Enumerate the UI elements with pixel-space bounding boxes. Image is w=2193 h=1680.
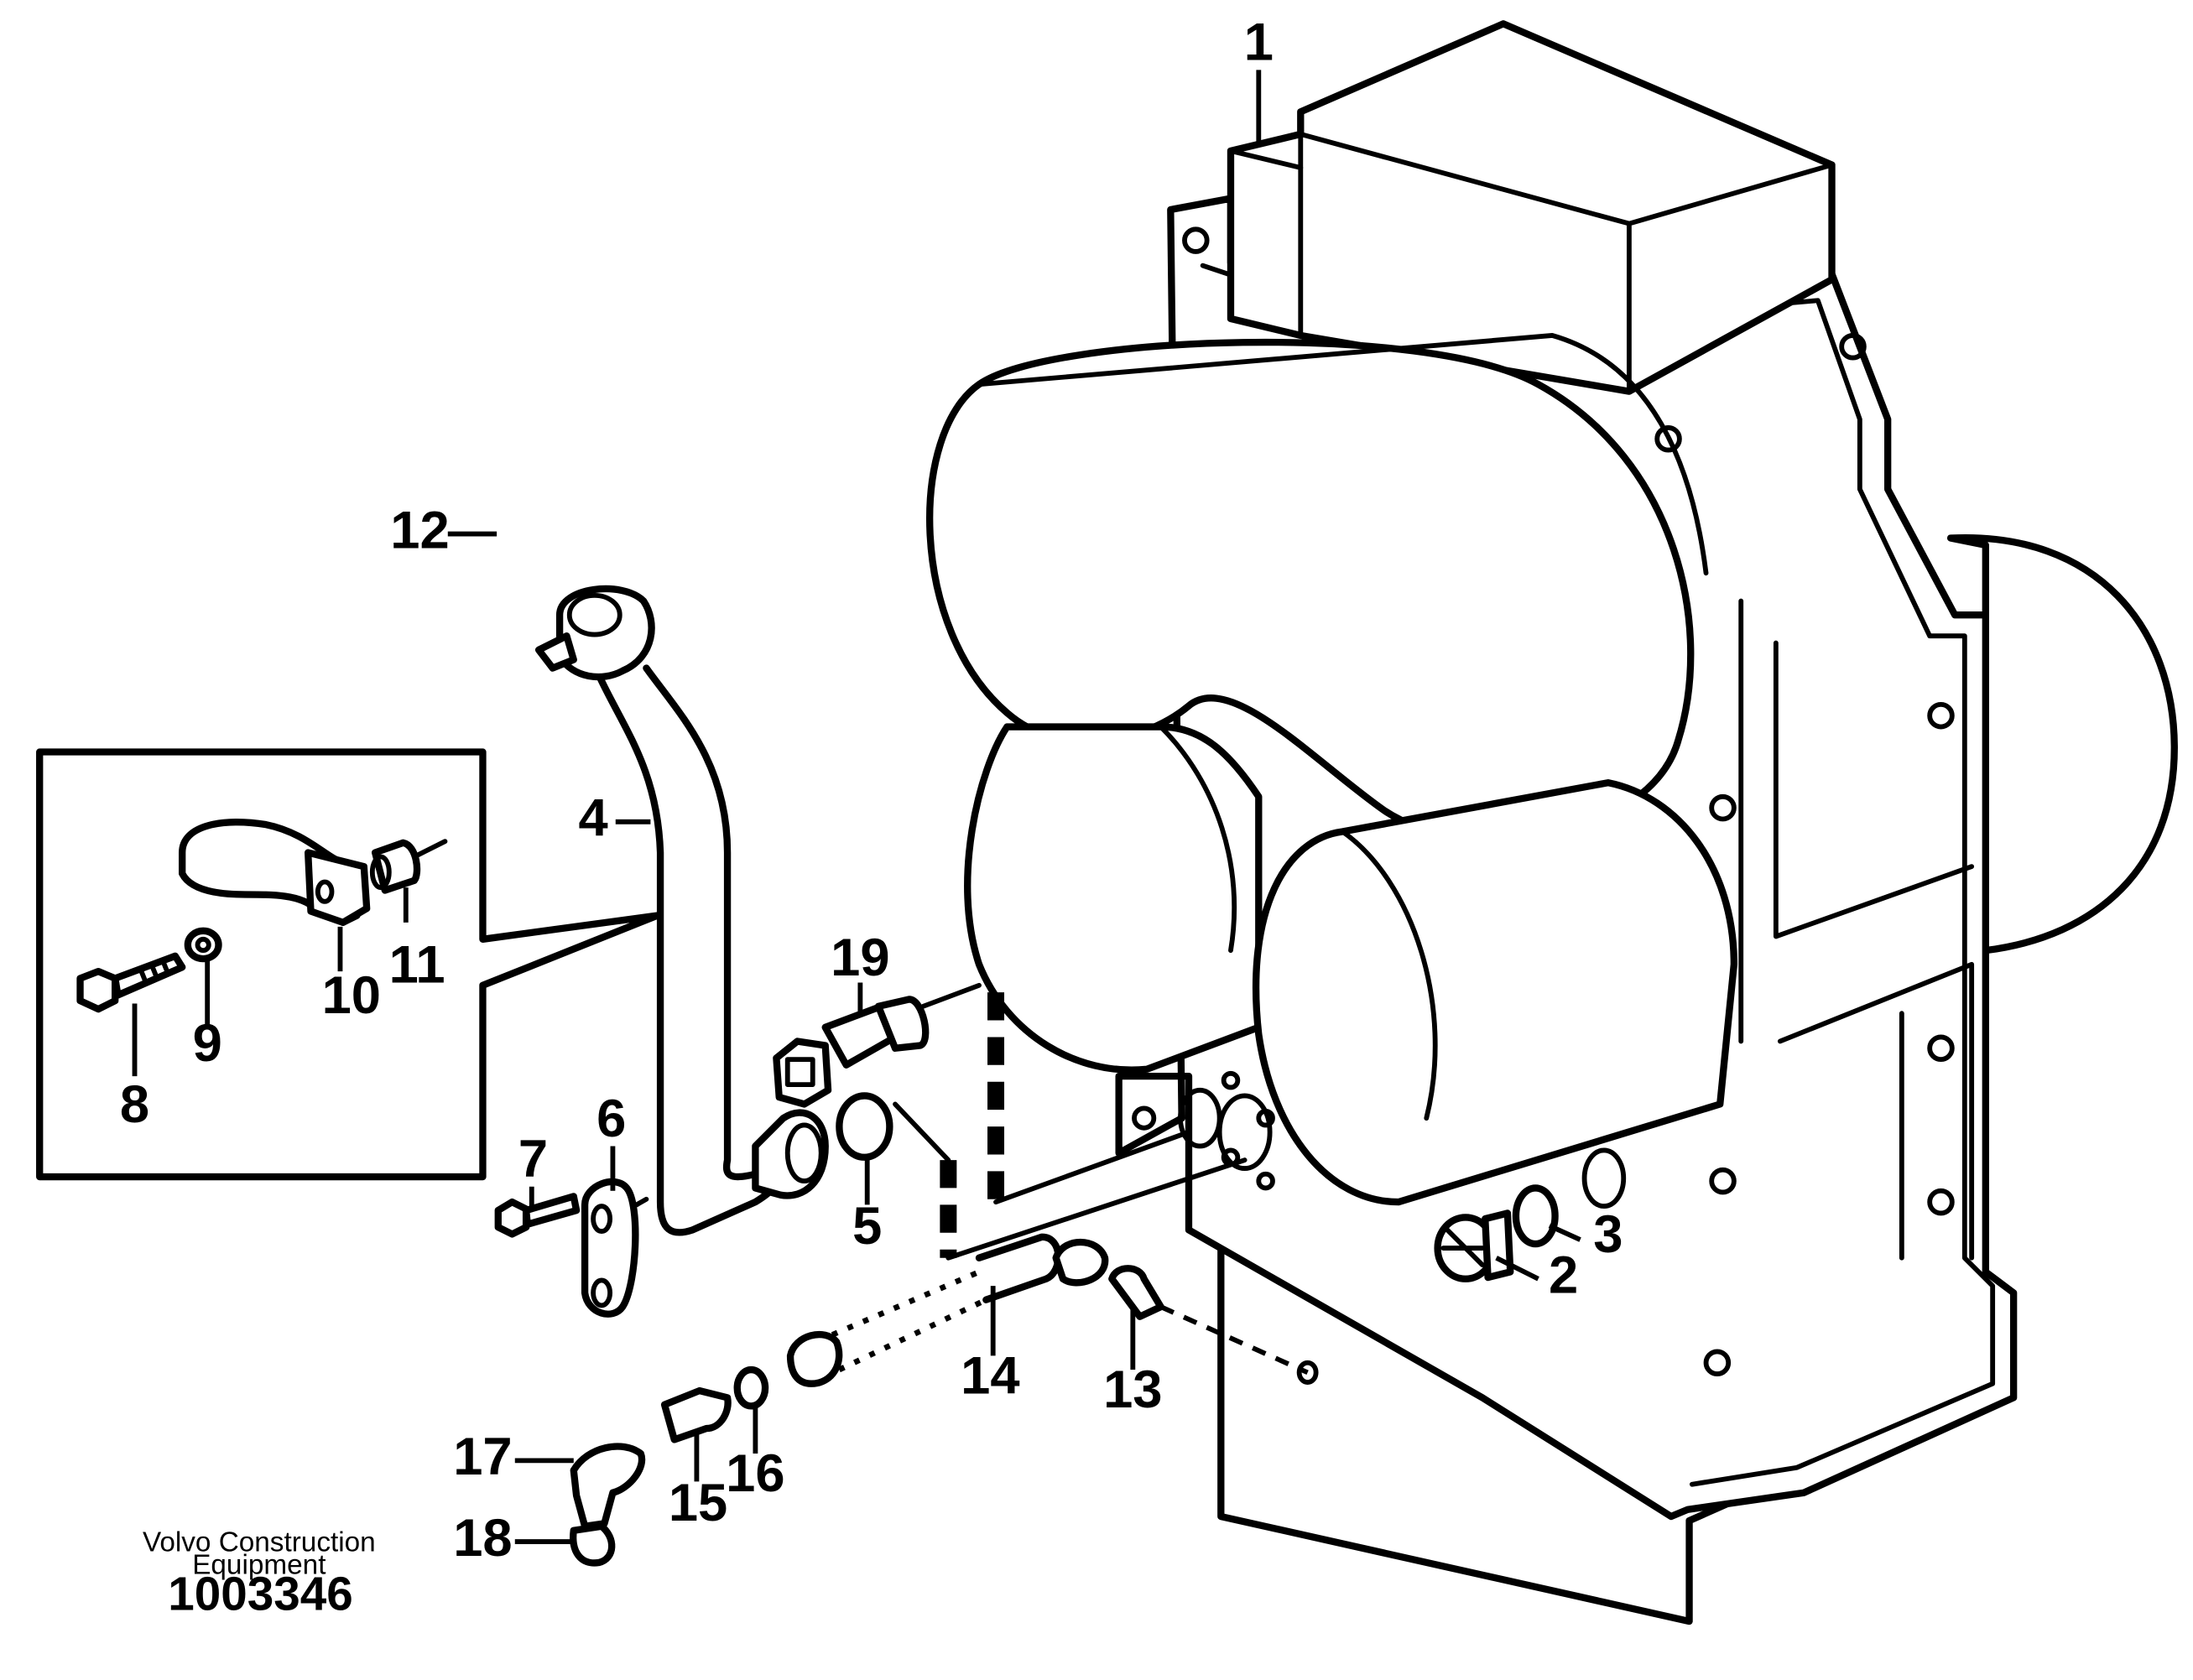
upper-cover bbox=[926, 333, 1709, 843]
o-ring bbox=[836, 1092, 893, 1161]
callout-1: 1 bbox=[1244, 13, 1274, 72]
temperature-sensor bbox=[773, 982, 982, 1108]
callout-5: 5 bbox=[852, 1197, 882, 1256]
company-name-line1: Volvo Construction bbox=[143, 1527, 376, 1558]
detail-inset bbox=[36, 748, 661, 1181]
lower-right-cylinder bbox=[1252, 779, 1738, 1206]
callouts: 1 2 3 4 5 6 7 8 9 10 11 12 13 14 15 16 1… bbox=[120, 13, 1623, 1568]
company-name-line2: Equipment bbox=[192, 1549, 326, 1580]
oil-pipe bbox=[534, 585, 829, 1236]
callout-19: 19 bbox=[831, 928, 889, 987]
callout-8: 8 bbox=[120, 1075, 149, 1134]
callout-9: 9 bbox=[193, 1014, 222, 1073]
callout-10: 10 bbox=[322, 966, 381, 1025]
callout-6: 6 bbox=[596, 1090, 626, 1148]
callout-14: 14 bbox=[961, 1346, 1019, 1405]
callout-4: 4 bbox=[578, 789, 607, 848]
callout-17: 17 bbox=[453, 1428, 512, 1486]
fittings bbox=[570, 1365, 769, 1567]
callout-13: 13 bbox=[1103, 1360, 1162, 1419]
callout-3: 3 bbox=[1593, 1205, 1623, 1264]
callout-16: 16 bbox=[726, 1444, 784, 1503]
callout-2: 2 bbox=[1549, 1246, 1578, 1304]
callout-18: 18 bbox=[453, 1509, 512, 1568]
callout-12: 12 bbox=[390, 501, 449, 559]
callout-15: 15 bbox=[669, 1474, 727, 1532]
lower-left-cylinder bbox=[964, 723, 1263, 1074]
hose-assembly bbox=[786, 1233, 1319, 1387]
routing-lines bbox=[893, 992, 1248, 1261]
callout-7: 7 bbox=[518, 1130, 548, 1188]
drawing-number: 1003346 bbox=[168, 1568, 353, 1621]
footer: Volvo Construction Equipment 1003346 bbox=[143, 1527, 376, 1621]
leader-lines bbox=[132, 70, 1581, 1544]
callout-11: 11 bbox=[389, 936, 445, 995]
pipe-clamp bbox=[494, 1178, 649, 1318]
